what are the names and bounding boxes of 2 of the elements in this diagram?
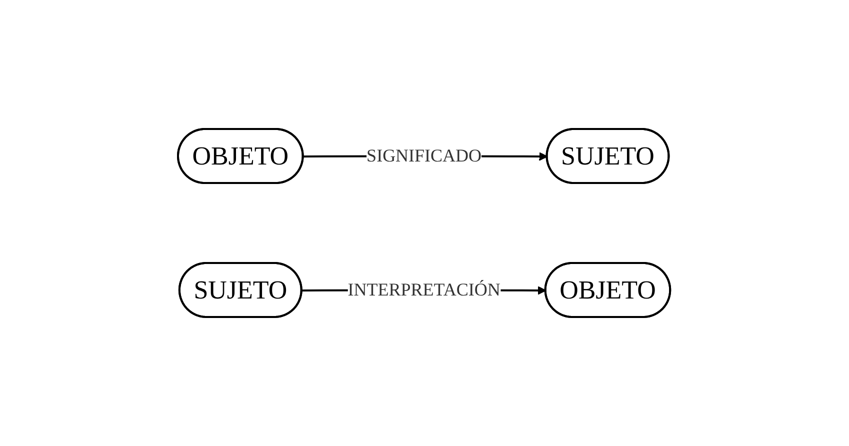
edge-label: SIGNIFICADO (366, 146, 482, 166)
edge-label: INTERPRETACIÓN (348, 279, 501, 300)
